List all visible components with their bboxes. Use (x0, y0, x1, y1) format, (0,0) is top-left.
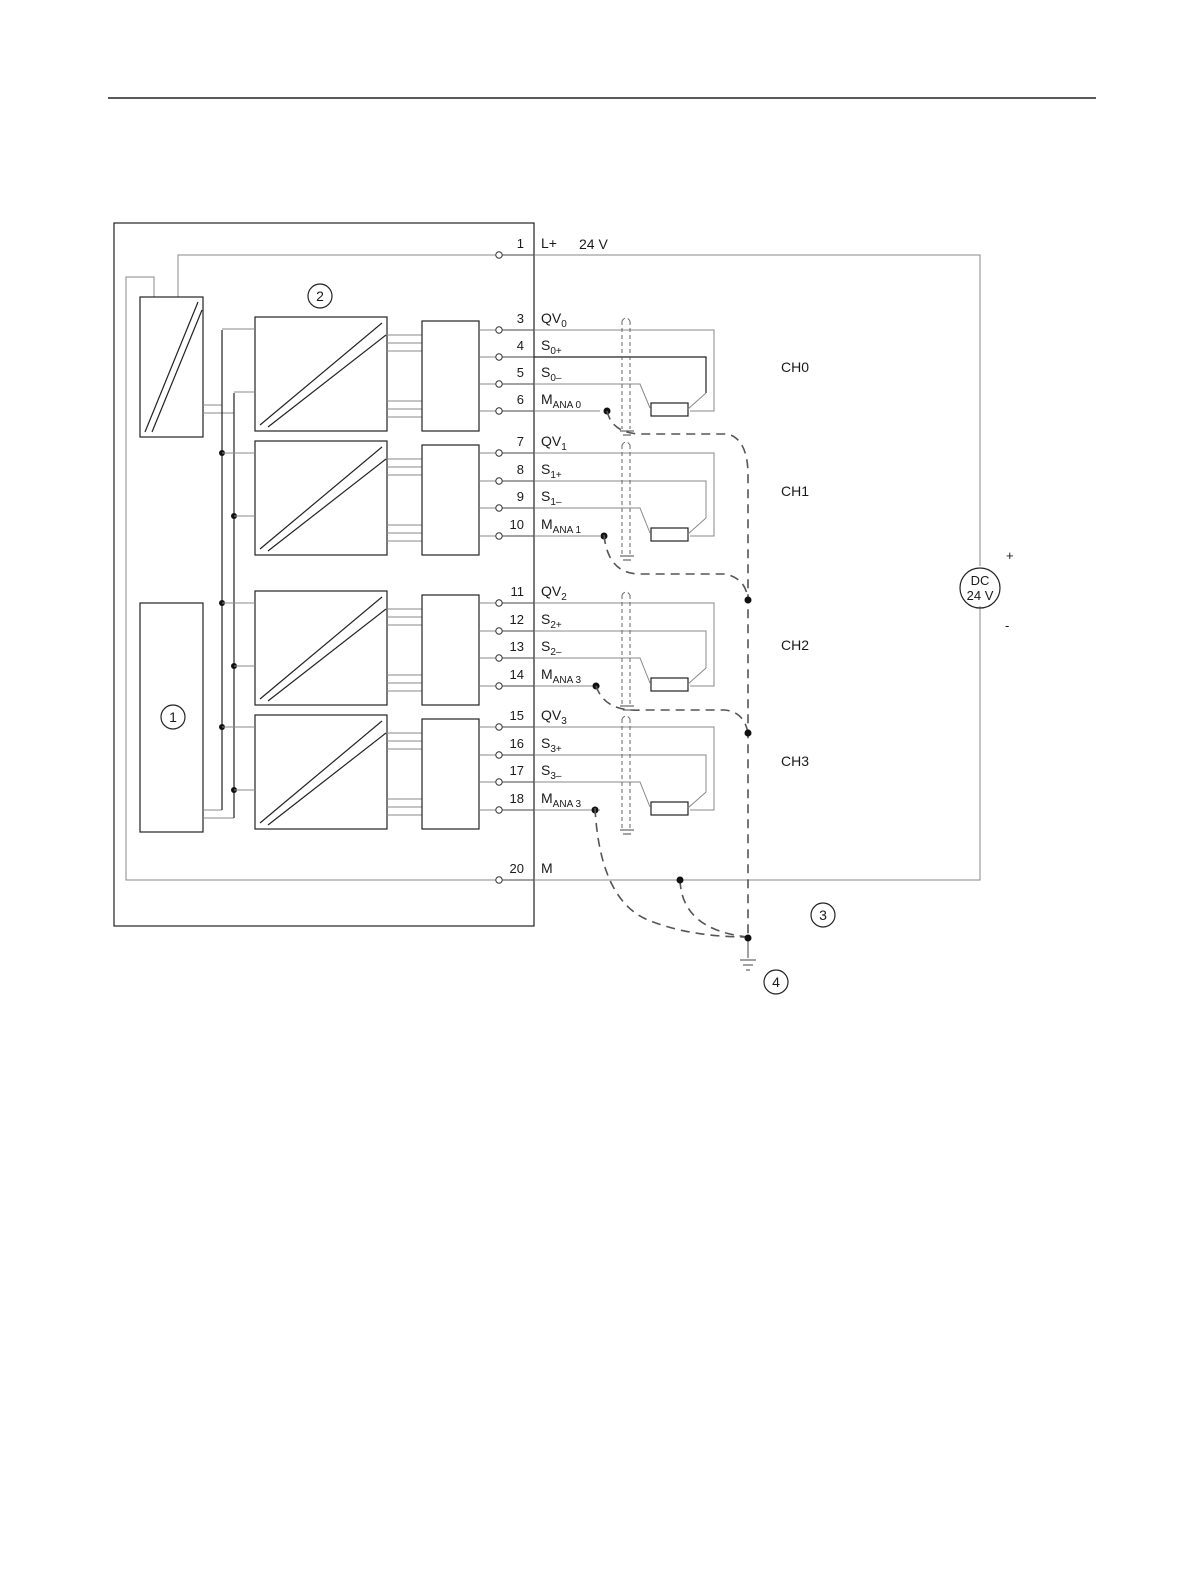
svg-text:+: + (1006, 548, 1014, 563)
terminal-8: 8 S1+ (496, 461, 562, 484)
terminal-12: 12 S2+ (496, 611, 562, 634)
terminal-number: 13 (510, 639, 524, 654)
terminal-number: 10 (510, 517, 524, 532)
terminal-17: 17 S3– (496, 762, 562, 785)
channel-label-ch1: CH1 (781, 483, 809, 499)
svg-text:2: 2 (316, 288, 324, 304)
terminal-signal: S1+ (541, 461, 562, 481)
terminal-signal: S2– (541, 638, 562, 658)
dac-channels (222, 317, 714, 834)
terminal-number: 4 (517, 338, 524, 353)
svg-text:-: - (1005, 618, 1009, 633)
terminal-signal: MANA 1 (541, 516, 581, 536)
terminal-signal: QV0 (541, 310, 567, 330)
callout-3: 3 (811, 903, 835, 927)
terminal-number: 15 (510, 708, 524, 723)
callout-1: 1 (161, 705, 185, 729)
terminal-number: 18 (510, 791, 524, 806)
terminal-signal: MANA 3 (541, 666, 581, 686)
terminal-signal: S3– (541, 762, 562, 782)
svg-text:1: 1 (169, 709, 177, 725)
terminal-4: 4 S0+ (496, 337, 562, 360)
terminal-number: 5 (517, 365, 524, 380)
terminal-signal: S3+ (541, 735, 562, 755)
svg-text:4: 4 (772, 974, 780, 990)
terminal-5: 5 S0– (496, 364, 562, 387)
power-converter-block (140, 297, 203, 437)
dc-source: DC 24 V + - (960, 548, 1014, 633)
terminal-signal: MANA 3 (541, 790, 581, 810)
terminal-number: 17 (510, 763, 524, 778)
terminal-number: 12 (510, 612, 524, 627)
terminal-signal: S2+ (541, 611, 562, 631)
dac-channel-0 (222, 317, 714, 435)
terminal-9: 9 S1– (496, 488, 562, 511)
callout-4: 4 (764, 970, 788, 994)
terminal-13: 13 S2– (496, 638, 562, 661)
terminal-number: 14 (510, 667, 524, 682)
terminal-signal: QV2 (541, 583, 567, 603)
terminal-number: 9 (517, 489, 524, 504)
svg-text:3: 3 (819, 907, 827, 923)
terminal-signal: L+ (541, 235, 557, 251)
dac-channel-1 (222, 441, 714, 560)
terminal-signal: M (541, 860, 553, 876)
terminal-signal: S0– (541, 364, 562, 384)
callout-2: 2 (308, 284, 332, 308)
channel-label-ch0: CH0 (781, 359, 809, 375)
terminal-number: 8 (517, 462, 524, 477)
terminal-number: 6 (517, 392, 524, 407)
supply-voltage-label: 24 V (579, 236, 608, 252)
module-outline (114, 223, 534, 926)
dac-channel-3 (222, 715, 714, 834)
terminal-number: 20 (510, 861, 524, 876)
terminal-signal: QV1 (541, 433, 567, 453)
terminal-number: 3 (517, 311, 524, 326)
terminal-16: 16 S3+ (496, 735, 562, 758)
terminal-signal: MANA 0 (541, 391, 581, 411)
terminal-signal: QV3 (541, 707, 567, 727)
terminal-number: 1 (517, 236, 524, 251)
terminal-number: 11 (511, 584, 525, 599)
svg-text:DC: DC (971, 573, 990, 588)
terminal-number: 7 (517, 434, 524, 449)
channel-label-ch2: CH2 (781, 637, 809, 653)
terminal-number: 16 (510, 736, 524, 751)
terminal-signal: S1– (541, 488, 562, 508)
terminal-signal: S0+ (541, 337, 562, 357)
svg-text:24 V: 24 V (967, 588, 994, 603)
dac-channel-2 (222, 591, 714, 710)
channel-label-ch3: CH3 (781, 753, 809, 769)
